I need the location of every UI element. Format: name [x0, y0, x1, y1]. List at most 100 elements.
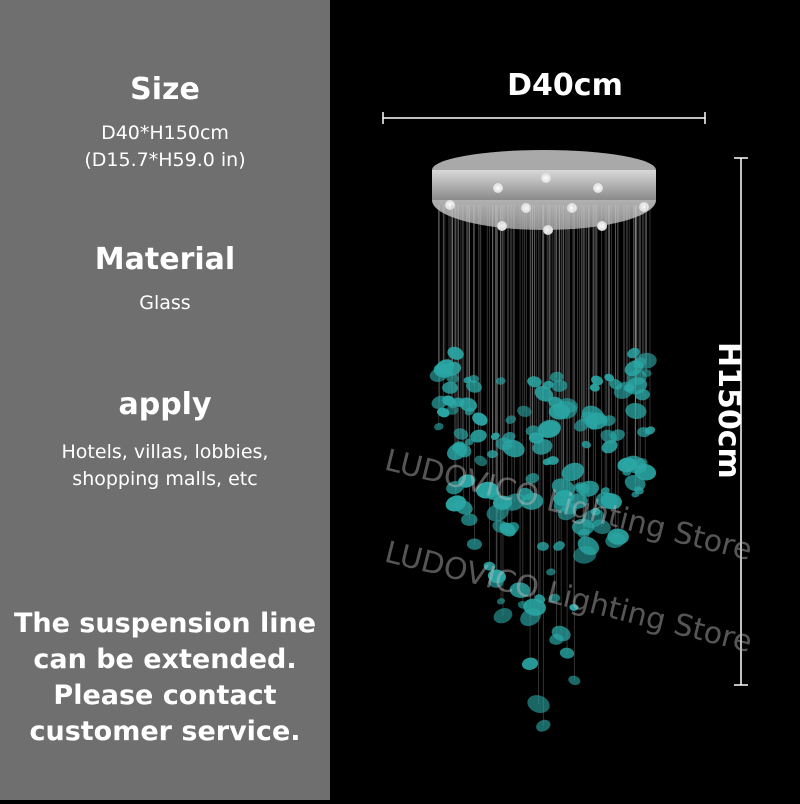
glass-piece [472, 412, 488, 426]
glass-piece [470, 429, 487, 443]
glass-piece [458, 474, 476, 488]
glass-piece [625, 402, 647, 419]
glass-piece [623, 383, 635, 392]
glass-piece [487, 491, 498, 500]
glass-piece [452, 397, 465, 407]
glass-piece [553, 497, 571, 512]
glass-piece [534, 594, 546, 604]
glass-piece [553, 541, 565, 551]
glass-piece [447, 346, 464, 360]
suspension-wires [438, 205, 651, 726]
glass-piece [447, 442, 468, 461]
led-spot [567, 203, 577, 213]
glass-piece [546, 568, 556, 576]
glass-piece [536, 719, 551, 732]
glass-piece [517, 601, 528, 609]
glass-piece [536, 541, 549, 551]
glass-piece [551, 625, 571, 642]
glass-piece [517, 405, 532, 417]
material-value: Glass [139, 292, 191, 314]
spec-panel: Size D40*H150cm (D15.7*H59.0 in) Materia… [0, 0, 330, 800]
glass-piece [486, 503, 509, 522]
note-line-1: The suspension line [13, 608, 317, 639]
glass-piece [538, 421, 561, 438]
glass-piece [624, 474, 646, 492]
size-metric: D40*H150cm [101, 122, 229, 144]
glass-piece [443, 361, 462, 376]
glass-piece [534, 386, 554, 402]
glass-piece [589, 383, 600, 392]
glass-piece [568, 675, 581, 686]
glass-piece [561, 462, 585, 482]
glass-piece [521, 657, 539, 670]
glass-piece [595, 492, 618, 509]
glass-piece [605, 532, 626, 548]
led-spot [445, 200, 455, 210]
glass-piece [627, 347, 640, 359]
glass-piece [431, 395, 448, 409]
glass-piece [558, 398, 578, 413]
glass-piece [601, 415, 616, 427]
size-heading: Size [130, 72, 200, 107]
glass-piece [488, 576, 504, 588]
glass-piece [503, 493, 525, 511]
diameter-label: D40cm [507, 68, 623, 103]
glass-piece [559, 647, 575, 659]
glass-piece [446, 373, 460, 384]
glass-piece [495, 437, 513, 451]
glass-piece [495, 377, 506, 385]
glass-piece [490, 432, 500, 440]
glass-piece [548, 593, 561, 603]
glass-piece [581, 405, 605, 426]
glass-piece [429, 368, 448, 382]
glass-piece [591, 519, 611, 535]
glass-piece [581, 440, 592, 449]
glass-piece [493, 608, 513, 624]
glass-piece [601, 440, 618, 454]
glass-piece [590, 507, 601, 516]
glass-piece [609, 378, 623, 390]
led-spot [597, 221, 607, 231]
glass-piece [465, 380, 482, 393]
glass-piece [631, 491, 640, 498]
glass-piece [505, 415, 517, 424]
size-imperial: (D15.7*H59.0 in) [84, 149, 246, 171]
glass-piece [549, 371, 564, 383]
led-spot [593, 183, 603, 193]
glass-piece [624, 360, 644, 376]
height-label: H150cm [711, 342, 746, 479]
apply-line-1: Hotels, villas, lobbies, [61, 441, 269, 463]
led-spot [521, 203, 531, 213]
led-spot [543, 225, 553, 235]
glass-piece [617, 457, 637, 473]
glass-piece [461, 513, 478, 526]
glass-piece [509, 582, 531, 598]
material-heading: Material [94, 242, 236, 277]
glass-piece [604, 373, 615, 382]
glass-piece [525, 473, 540, 484]
led-spot [497, 221, 507, 231]
led-spot [639, 202, 649, 212]
apply-line-2: shopping malls, etc [72, 468, 258, 490]
glass-piece [520, 608, 541, 627]
note-line-2: can be extended. [33, 644, 297, 675]
glass-piece [528, 432, 544, 444]
glass-piece [496, 598, 506, 605]
led-spots [445, 173, 649, 235]
chandelier-illustration [382, 112, 748, 732]
note-line-4: customer service. [29, 716, 301, 747]
glass-piece [547, 456, 559, 465]
glass-piece [578, 480, 600, 497]
glass-piece [591, 375, 604, 386]
glass-piece [492, 520, 509, 534]
glass-piece [641, 369, 652, 377]
glass-piece [474, 455, 488, 467]
product-image-area [330, 0, 800, 800]
extension-note: The suspension line can be extended. Ple… [0, 606, 330, 750]
glass-piece [445, 495, 467, 512]
glass-piece [487, 450, 498, 459]
led-spot [493, 183, 503, 193]
note-line-3: Please contact [53, 680, 277, 711]
glass-piece [434, 422, 444, 431]
glass-piece [600, 429, 618, 444]
